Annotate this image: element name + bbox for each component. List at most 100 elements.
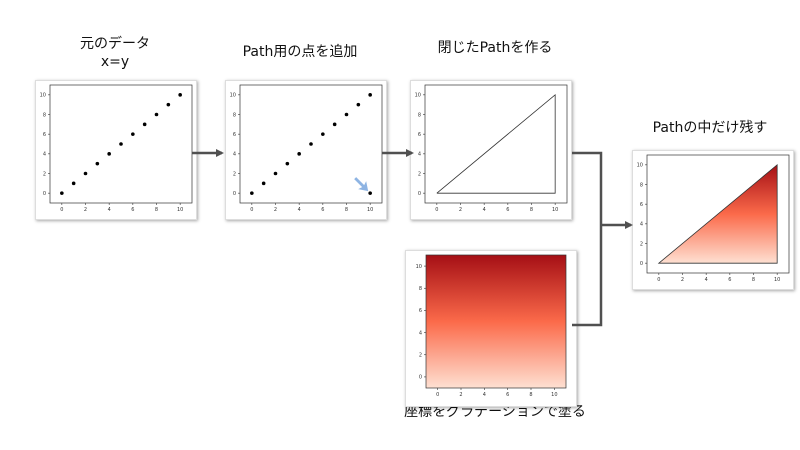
- chart-original-data: 0 2 4 6 8 10 0 2 4 6 8 10: [40, 84, 193, 213]
- panel-original-data: 0 2 4 6 8 10 0 2 4 6 8 10: [35, 80, 197, 220]
- data-point: [142, 122, 147, 127]
- y-tick-label: 2: [43, 171, 46, 177]
- x-tick-label: 10: [552, 207, 558, 213]
- x-tick-label: 4: [108, 207, 111, 213]
- x-tick-label: 8: [155, 207, 158, 213]
- data-point: [166, 102, 171, 107]
- y-tick-label: 0: [419, 375, 422, 381]
- x-tick-label: 2: [681, 277, 684, 283]
- x-tick-label: 2: [459, 392, 462, 398]
- plot-frame: [424, 84, 568, 204]
- data-point: [154, 112, 159, 117]
- y-tick-label: 10: [40, 93, 46, 99]
- x-tick-label: 6: [506, 207, 509, 213]
- data-point: [344, 112, 349, 117]
- data-point: [273, 171, 278, 176]
- y-tick-label: 6: [419, 308, 422, 314]
- x-tick-label: 0: [435, 207, 438, 213]
- step3-title: 閉じたPathを作る: [437, 40, 553, 56]
- data-point: [250, 191, 254, 195]
- clipped-gradient-area: [657, 163, 778, 264]
- plot-frame: [425, 254, 567, 389]
- x-tick-label: 10: [367, 207, 373, 213]
- x-tick-label: 8: [530, 207, 533, 213]
- y-tick-label: 10: [637, 163, 643, 169]
- y-tick-label: 4: [233, 152, 236, 158]
- y-tick-label: 6: [640, 202, 643, 208]
- data-point: [261, 181, 266, 186]
- step2-title: Path用の点を追加: [242, 44, 358, 60]
- x-tick-label: 6: [506, 392, 509, 398]
- plot-frame: [646, 154, 790, 274]
- x-tick-label: 4: [705, 277, 708, 283]
- step4-title: 座標をグラデーションで塗る: [404, 404, 586, 420]
- chart-closed-path: 0 2 4 6 8 10 0 2 4 6 8 10: [415, 84, 568, 213]
- x-tick-label: 6: [728, 277, 731, 283]
- data-point: [60, 191, 64, 195]
- x-tick-label: 4: [483, 392, 486, 398]
- data-point: [95, 161, 100, 166]
- data-point: [107, 152, 111, 156]
- data-point: [297, 152, 301, 156]
- data-point: [131, 132, 135, 136]
- x-tick-label: 0: [657, 277, 660, 283]
- y-tick-label: 2: [419, 353, 422, 359]
- data-point: [285, 161, 290, 166]
- y-tick-label: 8: [233, 112, 236, 118]
- y-tick-label: 0: [233, 191, 236, 197]
- y-tick-label: 2: [233, 171, 236, 177]
- data-point: [119, 142, 123, 146]
- step1-title: 元のデータ x=y: [80, 36, 150, 70]
- x-tick-label: 2: [84, 207, 87, 213]
- data-point: [332, 122, 337, 127]
- y-tick-label: 4: [43, 152, 46, 158]
- x-tick-label: 10: [177, 207, 183, 213]
- y-tick-label: 0: [418, 191, 421, 197]
- plot-frame: [239, 84, 383, 204]
- y-tick-label: 8: [43, 112, 46, 118]
- y-tick-label: 10: [415, 93, 421, 99]
- y-tick-label: 6: [233, 132, 236, 138]
- y-tick-label: 4: [640, 222, 643, 228]
- step5-title: Pathの中だけ残す: [652, 120, 768, 136]
- y-tick-label: 2: [640, 241, 643, 247]
- y-tick-label: 6: [418, 132, 421, 138]
- y-tick-label: 8: [418, 112, 421, 118]
- x-tick-label: 2: [274, 207, 277, 213]
- x-tick-label: 8: [345, 207, 348, 213]
- data-point: [71, 181, 76, 186]
- y-tick-label: 4: [418, 152, 421, 158]
- data-point: [356, 102, 361, 107]
- x-tick-label: 6: [131, 207, 134, 213]
- x-tick-label: 0: [436, 392, 439, 398]
- x-tick-label: 0: [60, 207, 63, 213]
- x-tick-label: 10: [551, 392, 557, 398]
- plot-frame: [49, 84, 193, 204]
- x-tick-label: 2: [459, 207, 462, 213]
- y-tick-label: 2: [418, 171, 421, 177]
- x-tick-label: 4: [483, 207, 486, 213]
- data-point: [178, 93, 182, 97]
- y-tick-label: 0: [43, 191, 46, 197]
- x-tick-label: 10: [774, 277, 780, 283]
- data-point: [309, 142, 313, 146]
- connector-step3-to-merge: [572, 151, 603, 225]
- x-tick-label: 8: [529, 392, 532, 398]
- y-tick-label: 0: [640, 261, 643, 267]
- y-tick-label: 10: [230, 93, 236, 99]
- x-tick-label: 6: [321, 207, 324, 213]
- data-point: [83, 171, 88, 176]
- y-tick-label: 8: [419, 286, 422, 292]
- x-tick-label: 0: [250, 207, 253, 213]
- gradient-fill: [426, 255, 566, 388]
- hint-arrow-icon: [354, 177, 369, 192]
- data-point: [368, 191, 372, 195]
- y-tick-label: 6: [43, 132, 46, 138]
- data-point: [321, 132, 325, 136]
- y-tick-label: 4: [419, 330, 422, 336]
